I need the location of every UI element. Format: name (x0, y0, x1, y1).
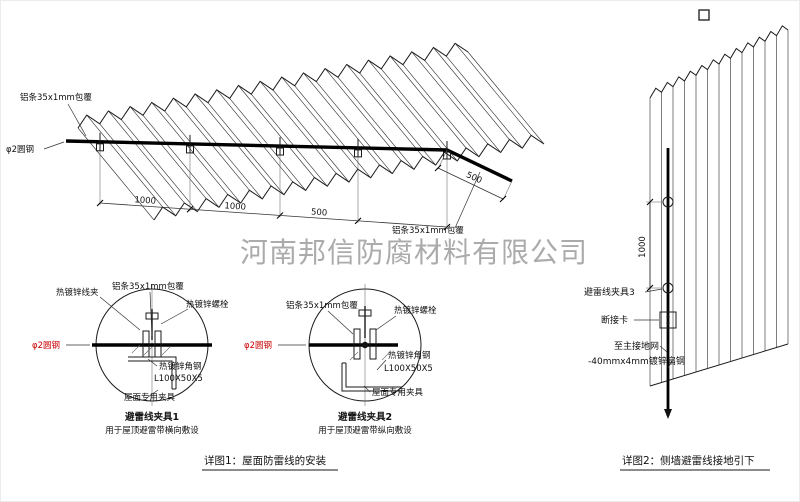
label-round-steel-c1: φ2圆钢 (32, 340, 60, 351)
clamp1-subtitle: 用于屋顶避雷带横向敷设 (105, 425, 199, 436)
label-angle-c1: 热镀锌角钢 (159, 361, 202, 372)
label-bolt-c2: 热镀锌螺栓 (394, 305, 437, 316)
caption-detail1: 详图1：屋面防雷线的安装 (204, 454, 327, 467)
label-bolt-c1: 热镀锌螺栓 (186, 299, 229, 310)
label-aluminum-strip-top: 铝条35x1mm包覆 (20, 92, 92, 103)
roof-corrugation-ridges (78, 43, 544, 220)
label-strip-c2: 铝条35x1mm包覆 (286, 300, 358, 311)
wall-corrugation-lines (650, 30, 788, 386)
dim-1000-a: 1000 (134, 195, 156, 206)
clamp1-title: 避雷线夹具1 (125, 411, 179, 423)
detail-clamp2: 铝条35x1mm包覆 热镀锌螺栓 φ2圆钢 热镀锌角钢 L100X50X5 屋面… (244, 284, 437, 436)
label-aluminum-strip-right: 铝条35x1mm包覆 (392, 225, 464, 236)
corner-mark (699, 10, 709, 20)
wire-end-dot (362, 342, 368, 348)
label-round-steel-c2: φ2圆钢 (244, 340, 272, 351)
caption-detail2: 详图2：侧墙避雷线接地引下 (622, 454, 755, 467)
dim-1000-b: 1000 (224, 201, 246, 212)
label-strip-c1: 铝条35x1mm包覆 (112, 281, 184, 292)
detail-clamp1: 热镀锌线夹 铝条35x1mm包覆 热镀锌螺栓 φ2圆钢 热镀锌角钢 L100X5… (32, 281, 229, 436)
captions: 详图1：屋面防雷线的安装 详图2：侧墙避雷线接地引下 (202, 454, 770, 470)
bolt-dot (666, 321, 669, 324)
label-roof-clamp-c1: 屋面专用夹具 (124, 392, 176, 403)
dimension-line (100, 203, 447, 227)
label-round-steel-main: φ2圆钢 (6, 144, 34, 155)
label-to-ground: 至主接地网 (614, 340, 659, 352)
dim-500-slope: 500 (464, 170, 483, 186)
clamp2-subtitle: 用于屋顶避雷带纵向敷设 (318, 425, 412, 436)
label-angle-spec-c2: L100X50X5 (384, 364, 433, 374)
dim-1000-wall: 1000 (638, 236, 648, 258)
label-roof-clamp-c2: 屋面专用夹具 (372, 387, 424, 398)
label-disconnect-card: 断接卡 (601, 314, 628, 326)
label-flat-steel: -40mmx4mm镀锌扁钢 (588, 355, 685, 367)
label-clamp3: 避雷线夹具3 (584, 286, 635, 298)
roof-top-edge (78, 43, 468, 128)
arrow-down-icon (664, 409, 672, 419)
label-angle-spec-c1: L100X50X5 (154, 374, 203, 384)
wall-elevation-view: 1000 避雷线夹具3 断接卡 至主接地网 -40mmx4mm镀锌扁钢 (584, 26, 788, 419)
watermark: 河南邦信防腐材料有限公司 (240, 236, 588, 269)
label-angle-c2: 热镀锌角钢 (388, 350, 431, 361)
label-wire-clip-c1: 热镀锌线夹 (56, 287, 99, 298)
roof-isometric-view: 铝条35x1mm包覆 φ2圆钢 铝条35x1mm包覆 1000 1000 500… (6, 43, 544, 236)
bolt-dot (666, 315, 669, 318)
lightning-wire (66, 141, 512, 181)
clamp2-title: 避雷线夹具2 (338, 411, 392, 423)
dim-500: 500 (311, 207, 328, 218)
